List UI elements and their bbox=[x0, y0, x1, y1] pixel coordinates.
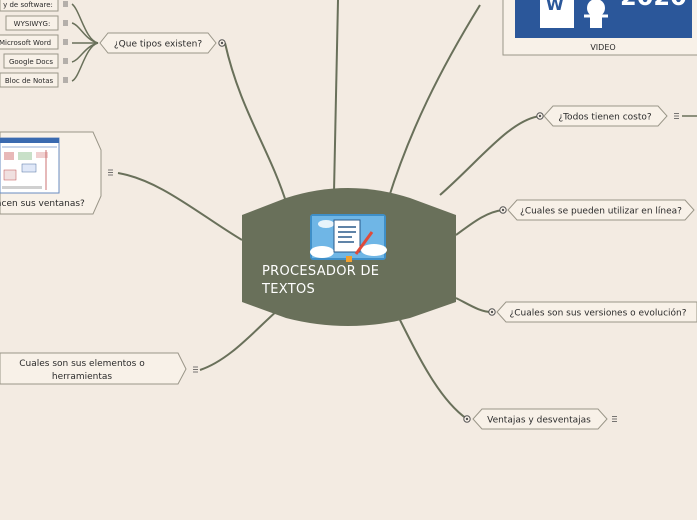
connector-top bbox=[333, 0, 339, 193]
svg-text:Microsoft Word: Microsoft Word bbox=[0, 39, 51, 47]
node-costo[interactable]: ¿Todos tienen costo? bbox=[536, 105, 697, 127]
connector-costo bbox=[439, 115, 541, 196]
svg-text:Bloc de Notas: Bloc de Notas bbox=[5, 77, 54, 85]
svg-text:W: W bbox=[546, 0, 564, 14]
central-title-line-1: PROCESADOR DE bbox=[262, 264, 380, 279]
node-ventajas[interactable]: Ventajas y desventajas bbox=[463, 408, 617, 430]
tipos-branches bbox=[71, 3, 99, 82]
note-icon[interactable] bbox=[193, 366, 198, 373]
central-topic[interactable] bbox=[242, 188, 456, 326]
node-elementos-label-2: herramientas bbox=[52, 372, 113, 382]
connectors bbox=[117, 0, 541, 420]
child-node-2[interactable]: Microsoft Word bbox=[0, 34, 59, 50]
note-icon[interactable] bbox=[63, 1, 68, 83]
connector-ventanas bbox=[117, 172, 243, 241]
window-screenshot-thumbnail bbox=[0, 137, 60, 194]
note-icon[interactable] bbox=[612, 416, 617, 422]
word-processor-illustration bbox=[310, 214, 387, 262]
node-video-label: VIDEO bbox=[590, 43, 615, 52]
note-icon[interactable] bbox=[108, 169, 113, 176]
connector-tipos bbox=[224, 42, 288, 206]
node-linea[interactable]: ¿Cuales se pueden utilizar en línea? bbox=[499, 199, 695, 221]
connector-ventajas bbox=[397, 315, 468, 420]
node-costo-label: ¿Todos tienen costo? bbox=[558, 113, 652, 123]
connector-versiones bbox=[455, 297, 493, 313]
svg-text:Google Docs: Google Docs bbox=[9, 58, 53, 66]
note-icon[interactable] bbox=[674, 113, 679, 119]
connector-linea bbox=[455, 209, 504, 236]
child-node-0[interactable]: y de software: bbox=[0, 0, 59, 12]
node-elementos[interactable]: Cuales son sus elementos o herramientas bbox=[0, 352, 198, 385]
node-linea-label: ¿Cuales se pueden utilizar en línea? bbox=[520, 207, 682, 217]
child-node-3[interactable]: Google Docs bbox=[3, 53, 59, 69]
connector-video bbox=[387, 4, 481, 201]
child-node-1[interactable]: WYSIWYG: bbox=[5, 15, 59, 31]
node-ventajas-label: Ventajas y desventajas bbox=[487, 416, 591, 426]
node-video[interactable]: W 2020 VIDEO bbox=[502, 0, 697, 56]
node-tipos-label: ¿Que tipos existen? bbox=[114, 40, 202, 50]
node-ventanas-label: acen sus ventanas? bbox=[0, 199, 85, 209]
node-versiones-label: ¿Cuales son sus versiones o evolución? bbox=[510, 308, 687, 319]
child-node-4[interactable]: Bloc de Notas bbox=[0, 72, 59, 88]
svg-text:y de software:: y de software: bbox=[3, 1, 53, 9]
svg-text:2020: 2020 bbox=[620, 0, 687, 11]
connector-elementos bbox=[199, 309, 279, 371]
central-topic-title[interactable]: PROCESADOR DE TEXTOS bbox=[262, 263, 442, 299]
node-ventanas[interactable]: acen sus ventanas? bbox=[0, 131, 113, 215]
word-2020-logo-image: W 2020 bbox=[515, 0, 692, 38]
central-title-line-2: TEXTOS bbox=[262, 282, 316, 297]
node-elementos-label-1: Cuales son sus elementos o bbox=[19, 359, 145, 369]
tipos-children: y de software: WYSIWYG: Microsoft Word G… bbox=[0, 0, 68, 88]
svg-text:WYSIWYG:: WYSIWYG: bbox=[14, 20, 51, 28]
node-versiones[interactable]: ¿Cuales son sus versiones o evolución? bbox=[488, 301, 697, 323]
node-tipos[interactable]: ¿Que tipos existen? bbox=[99, 32, 226, 54]
